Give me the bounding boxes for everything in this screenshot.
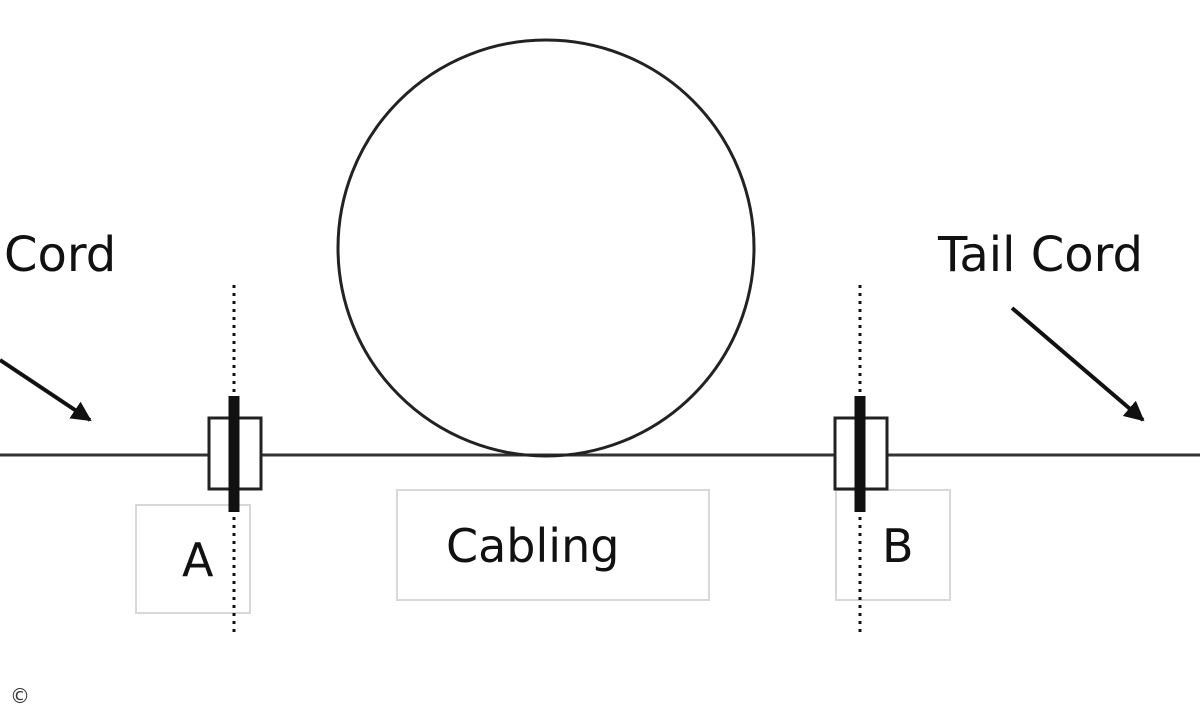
connector-a-label: A xyxy=(182,533,214,587)
copyright-mark: © xyxy=(10,684,30,708)
connector-a-label-box xyxy=(135,504,251,614)
tail-cord-arrow xyxy=(1010,306,1145,422)
tail-cord-label: Tail Cord xyxy=(937,227,1143,283)
connector-b xyxy=(833,396,889,512)
connector-a xyxy=(207,396,263,512)
cable-loop xyxy=(336,38,756,458)
connector-b-label: B xyxy=(882,519,914,573)
left-cord-arrow xyxy=(0,358,92,422)
cabling-label-box xyxy=(396,489,710,601)
cabling-label: Cabling xyxy=(446,519,619,573)
left-cord-label: Cord xyxy=(4,227,116,283)
